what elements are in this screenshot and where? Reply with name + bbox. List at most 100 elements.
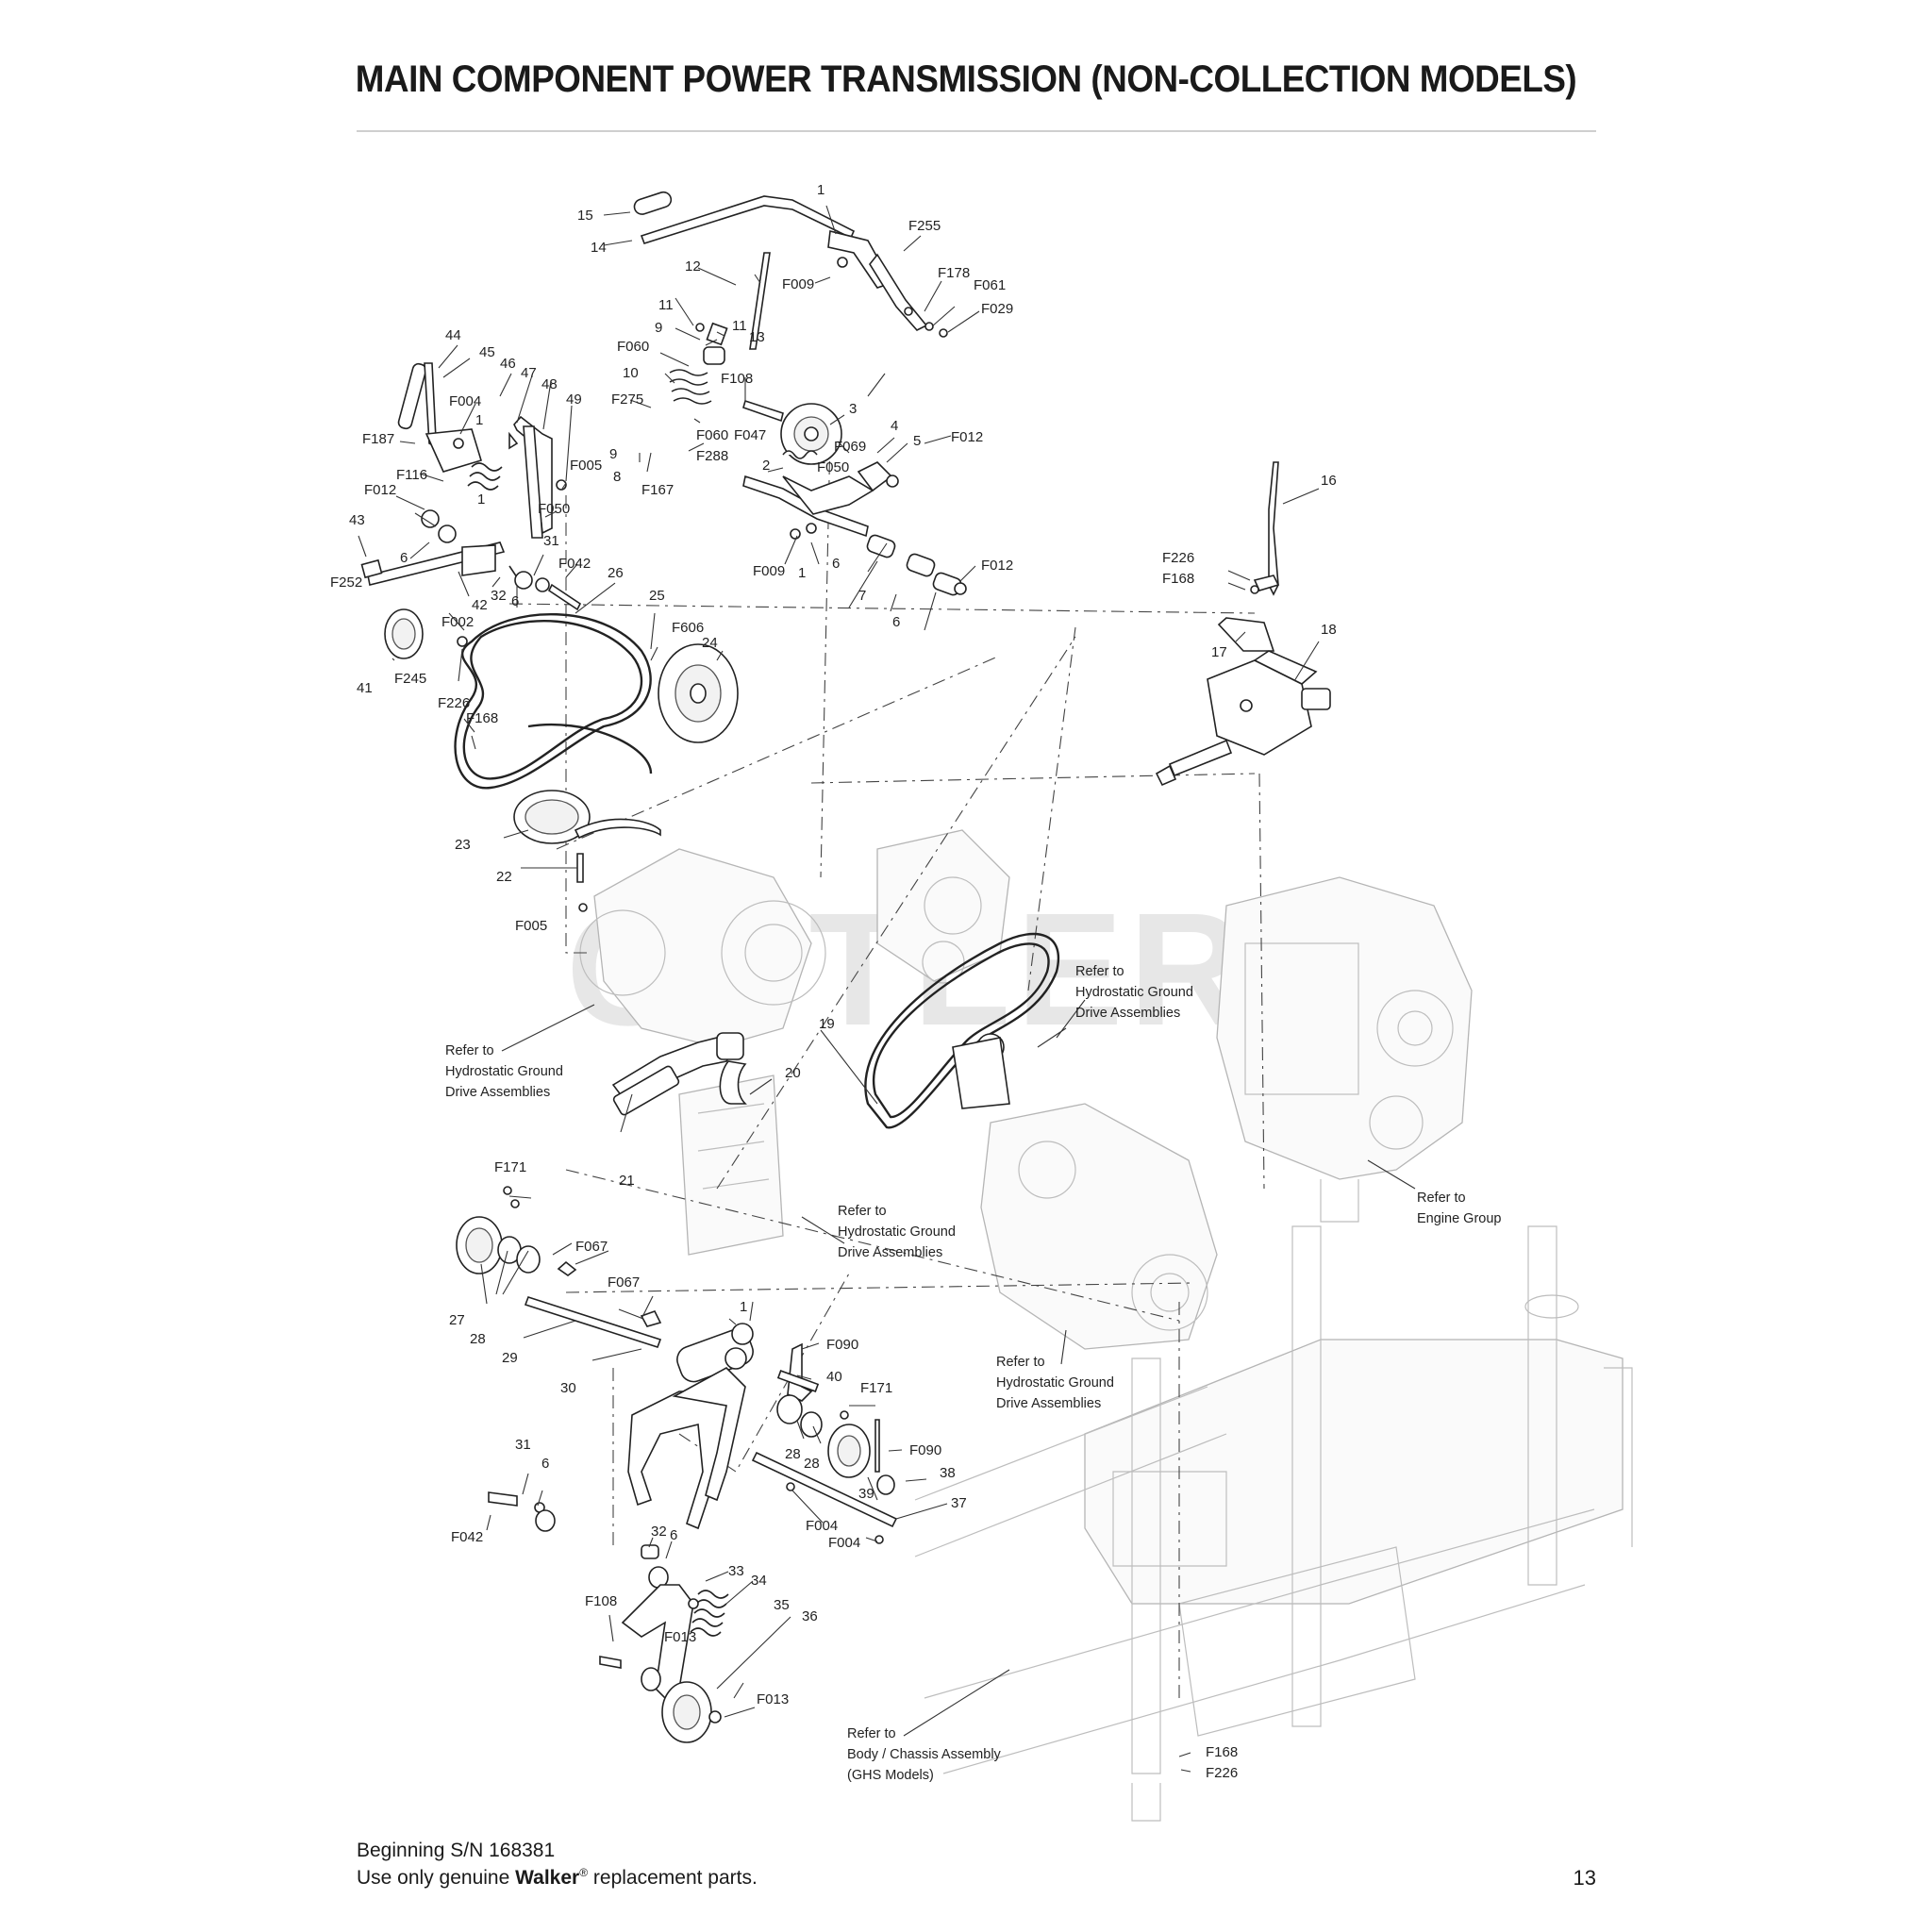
callout: 33	[728, 1563, 744, 1579]
callout: F060	[617, 339, 649, 355]
callout: 18	[1321, 622, 1337, 638]
title-divider	[357, 130, 1596, 132]
callout: F060	[696, 427, 728, 443]
note-engine-line-2: Engine Group	[1417, 1211, 1501, 1226]
note-hydro-1-line-2: Hydrostatic Ground	[445, 1064, 563, 1079]
genuine-suffix: replacement parts.	[588, 1867, 758, 1889]
callout: 45	[479, 344, 495, 360]
note-hydro-2-line-2: Hydrostatic Ground	[1075, 985, 1193, 1000]
callout: 20	[785, 1065, 801, 1081]
callout: F187	[362, 431, 394, 447]
note-hydro-1-line-1: Refer to	[445, 1043, 494, 1058]
callout: 23	[455, 837, 471, 853]
callout: F067	[575, 1239, 608, 1255]
ghost-bracket-plate	[678, 1074, 784, 1256]
ghost-chassis-frame	[914, 1225, 1633, 1822]
leader-lines	[358, 205, 1416, 1773]
callout: 8	[613, 469, 621, 485]
callout: 1	[475, 412, 483, 428]
genuine-prefix: Use only genuine	[357, 1867, 516, 1889]
callout: 11	[658, 297, 674, 313]
callout: F042	[451, 1529, 483, 1545]
callout: 32	[491, 588, 507, 604]
callout: 14	[591, 240, 607, 256]
callout: F004	[828, 1535, 860, 1551]
callout: 31	[515, 1437, 531, 1453]
callout: 6	[511, 593, 519, 609]
genuine-parts-note: Use only genuine Walker® replacement par…	[357, 1866, 758, 1890]
callout: 1	[740, 1299, 747, 1315]
shift-lever-assembly	[633, 191, 948, 338]
callout: F226	[438, 695, 470, 711]
hydro-drive-belt	[864, 932, 1059, 1129]
gearbox-assembly	[1155, 461, 1331, 787]
callout: 36	[802, 1608, 818, 1624]
callout: 34	[751, 1573, 767, 1589]
callout: 6	[832, 556, 840, 572]
callout: F009	[782, 276, 814, 292]
callout: 28	[785, 1446, 801, 1462]
callout: F004	[806, 1518, 838, 1534]
callout: 3	[849, 401, 857, 417]
callout: 39	[858, 1486, 874, 1502]
callout: F226	[1206, 1765, 1238, 1781]
callout: 9	[609, 446, 617, 462]
shift-rod-assembly	[669, 252, 842, 465]
callout: 6	[670, 1527, 677, 1543]
callout: 2	[762, 458, 770, 474]
callout: F245	[394, 671, 426, 687]
note-hydro-4-line-1: Refer to	[996, 1355, 1045, 1370]
note-hydro-2-line-3: Drive Assemblies	[1075, 1006, 1180, 1021]
callout: 21	[619, 1173, 635, 1189]
callout: F009	[753, 563, 785, 579]
brake-lever-assembly	[360, 362, 582, 611]
callout: F069	[834, 439, 866, 455]
note-hydro-1-line-3: Drive Assemblies	[445, 1085, 550, 1100]
callout: 1	[798, 565, 806, 581]
serial-number-note: Beginning S/N 168381	[357, 1840, 556, 1861]
ghost-engine	[1216, 876, 1473, 1223]
callout: 46	[500, 356, 516, 372]
callout: 1	[817, 182, 824, 198]
callout: F171	[860, 1380, 892, 1396]
callout: F005	[515, 918, 547, 934]
callout: F090	[909, 1442, 941, 1458]
callout: F005	[570, 458, 602, 474]
callout: F226	[1162, 550, 1194, 566]
callout: 25	[649, 588, 665, 604]
callout: 28	[470, 1331, 486, 1347]
callout: 4	[891, 418, 898, 434]
page-title: MAIN COMPONENT POWER TRANSMISSION (NON-C…	[355, 58, 1577, 100]
callout: 49	[566, 391, 582, 408]
ghost-hydro-right	[980, 1103, 1218, 1350]
pto-belt-drive	[384, 608, 739, 912]
callout: F168	[1206, 1744, 1238, 1760]
callout: F042	[558, 556, 591, 572]
callout: F002	[441, 614, 474, 630]
callout: F050	[538, 501, 570, 517]
callout: F275	[611, 391, 643, 408]
callout: F004	[449, 393, 481, 409]
note-hydro-2-line-1: Refer to	[1075, 964, 1124, 979]
page-number: 13	[1573, 1866, 1596, 1890]
callout: 16	[1321, 473, 1337, 489]
ghost-hydro-left	[579, 848, 826, 1048]
callout: F252	[330, 575, 362, 591]
registered-mark: ®	[579, 1866, 589, 1879]
callout: F108	[585, 1593, 617, 1609]
callout: 40	[826, 1369, 842, 1385]
callout: F168	[1162, 571, 1194, 587]
callout: 37	[951, 1495, 967, 1511]
callout: 19	[819, 1016, 835, 1032]
callout: F029	[981, 301, 1013, 317]
callout: 9	[655, 320, 662, 336]
callout: 27	[449, 1312, 465, 1328]
callout: 32	[651, 1524, 667, 1540]
lower-idler-assembly	[456, 1186, 898, 1743]
callout: 5	[913, 433, 921, 449]
callout: 7	[858, 588, 866, 604]
callout: 22	[496, 869, 512, 885]
callout: F013	[757, 1691, 789, 1707]
callout: F050	[817, 459, 849, 475]
